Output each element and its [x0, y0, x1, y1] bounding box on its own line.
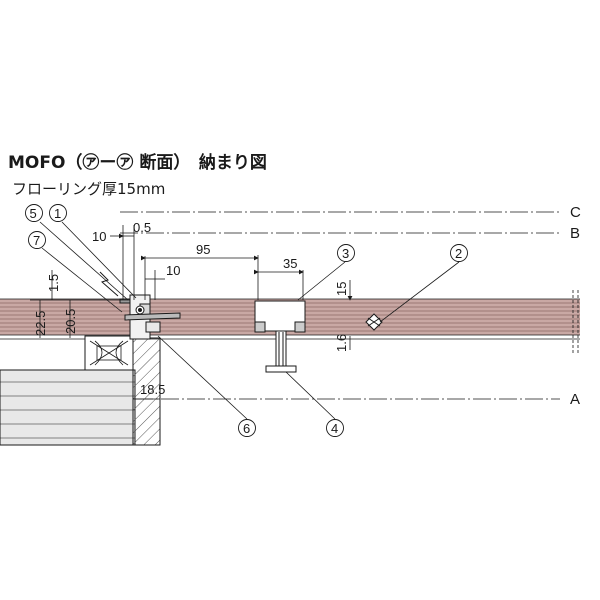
- svg-text:7: 7: [33, 233, 40, 248]
- reference-lines: [120, 211, 560, 400]
- wall-section: [0, 337, 161, 446]
- callout-3: 3: [337, 244, 355, 262]
- svg-text:4: 4: [331, 421, 338, 436]
- metal-profile: [119, 294, 181, 340]
- dim-10-mid: 10: [166, 263, 180, 278]
- dim-95: 95: [196, 242, 210, 257]
- screw: [365, 313, 383, 331]
- dim-10-top: 10: [92, 229, 106, 244]
- joist-block: [84, 335, 134, 371]
- dim-22-5: 22.5: [33, 311, 48, 336]
- ref-label-b: B: [570, 225, 580, 242]
- dim-0-5: 0.5: [133, 220, 151, 235]
- svg-text:3: 3: [342, 246, 349, 261]
- callout-5: 5: [25, 204, 43, 222]
- dim-18-5: 18.5: [140, 382, 165, 397]
- dim-20-5: 20.5: [63, 309, 78, 334]
- callout-2: 2: [450, 244, 468, 262]
- svg-text:2: 2: [455, 246, 462, 261]
- drawing-title: MOFO（㋐ー㋐ 断面） 納まり図: [8, 153, 267, 173]
- dim-1-5: 1.5: [46, 274, 61, 292]
- callout-1: 1: [49, 204, 67, 222]
- drawing-subtitle: フローリング厚15mm: [12, 180, 166, 198]
- dim-15: 15: [334, 282, 349, 296]
- dimension-lines: [30, 225, 353, 400]
- svg-text:5: 5: [30, 206, 37, 221]
- ref-label-a: A: [570, 391, 580, 408]
- svg-text:6: 6: [243, 421, 250, 436]
- callout-4: 4: [326, 419, 344, 437]
- bracket-assembly: [254, 300, 306, 373]
- dim-35: 35: [283, 256, 297, 271]
- dim-1-6: 1.6: [334, 334, 349, 352]
- callout-7: 7: [28, 231, 46, 249]
- callout-leaders: [39, 221, 460, 420]
- ref-label-c: C: [570, 204, 581, 221]
- svg-text:1: 1: [54, 206, 61, 221]
- callout-6: 6: [238, 419, 256, 437]
